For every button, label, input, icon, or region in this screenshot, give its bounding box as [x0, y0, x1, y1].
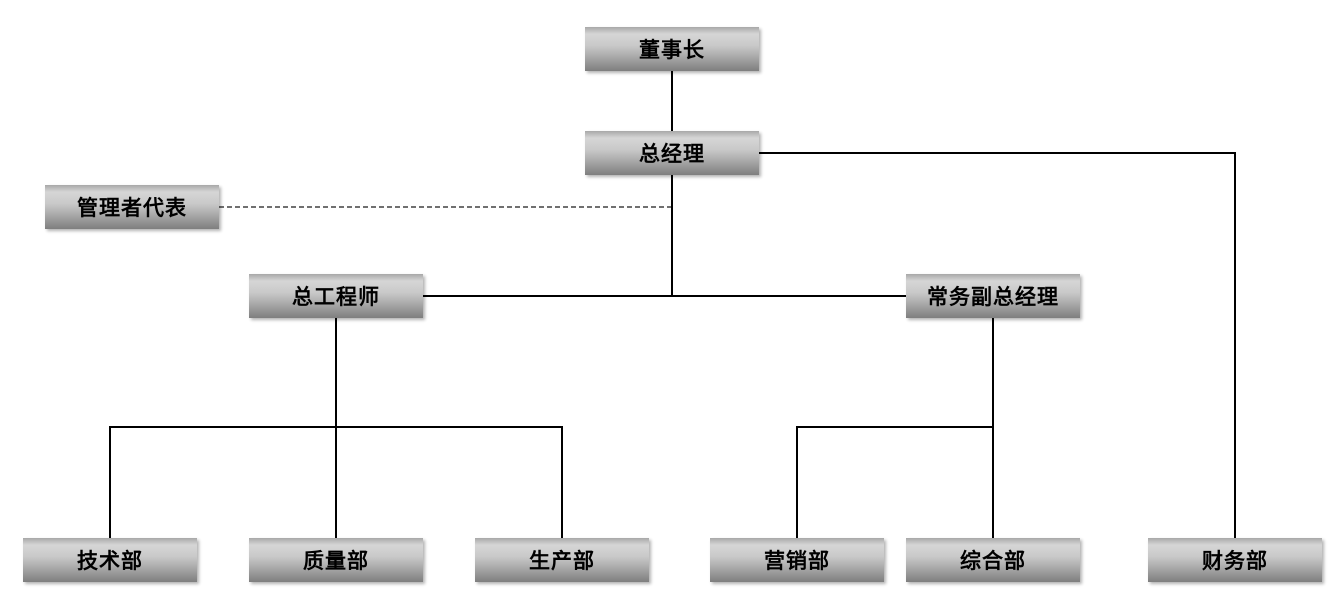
org-node-production-dept: 生产部 — [475, 538, 649, 582]
org-node-general-manager: 总经理 — [585, 131, 759, 175]
org-node-management-representative: 管理者代表 — [45, 185, 219, 229]
org-node-chairman: 董事长 — [585, 27, 759, 71]
org-node-chief-engineer: 总工程师 — [249, 274, 423, 318]
org-node-finance-dept: 财务部 — [1148, 538, 1322, 582]
org-node-marketing-dept: 营销部 — [710, 538, 884, 582]
org-node-quality-dept: 质量部 — [249, 538, 423, 582]
org-node-general-affairs-dept: 综合部 — [906, 538, 1080, 582]
org-node-executive-deputy-general-manager: 常务副总经理 — [906, 274, 1080, 318]
org-node-technical-dept: 技术部 — [23, 538, 197, 582]
